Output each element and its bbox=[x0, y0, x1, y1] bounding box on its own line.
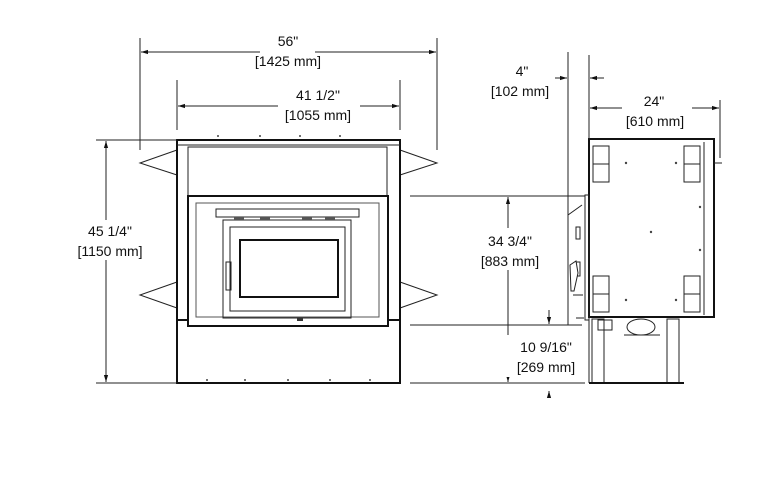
svg-text:34 3/4": 34 3/4" bbox=[488, 233, 532, 249]
dimension-base-height: 10 9/16" [269 mm] bbox=[410, 310, 585, 398]
dimension-insert-width: 41 1/2" [1055 mm] bbox=[176, 80, 401, 130]
svg-text:[1055 mm]: [1055 mm] bbox=[285, 107, 351, 123]
front-view bbox=[138, 135, 439, 384]
svg-text:[1150 mm]: [1150 mm] bbox=[77, 243, 142, 259]
side-view bbox=[567, 52, 715, 384]
dimension-overall-height: 45 1/4" [1150 mm] bbox=[70, 139, 177, 384]
svg-text:[610 mm]: [610 mm] bbox=[626, 113, 684, 129]
svg-text:41 1/2": 41 1/2" bbox=[296, 87, 340, 103]
svg-text:56": 56" bbox=[278, 33, 299, 49]
svg-text:45 1/4": 45 1/4" bbox=[88, 223, 132, 239]
dimension-depth: 24" [610 mm] bbox=[590, 90, 722, 164]
svg-text:[269 mm]: [269 mm] bbox=[517, 359, 575, 375]
svg-text:10 9/16": 10 9/16" bbox=[520, 339, 572, 355]
svg-text:[102 mm]: [102 mm] bbox=[491, 83, 549, 99]
svg-text:24": 24" bbox=[644, 93, 665, 109]
dimension-overall-width: 56" [1425 mm] bbox=[139, 33, 438, 150]
dimension-opening-height: 34 3/4" [883 mm] bbox=[410, 195, 585, 382]
dimension-protrusion: 4" [102 mm] bbox=[491, 55, 604, 139]
svg-text:4": 4" bbox=[516, 63, 529, 79]
svg-text:[883 mm]: [883 mm] bbox=[481, 253, 539, 269]
svg-text:[1425 mm]: [1425 mm] bbox=[255, 53, 321, 69]
